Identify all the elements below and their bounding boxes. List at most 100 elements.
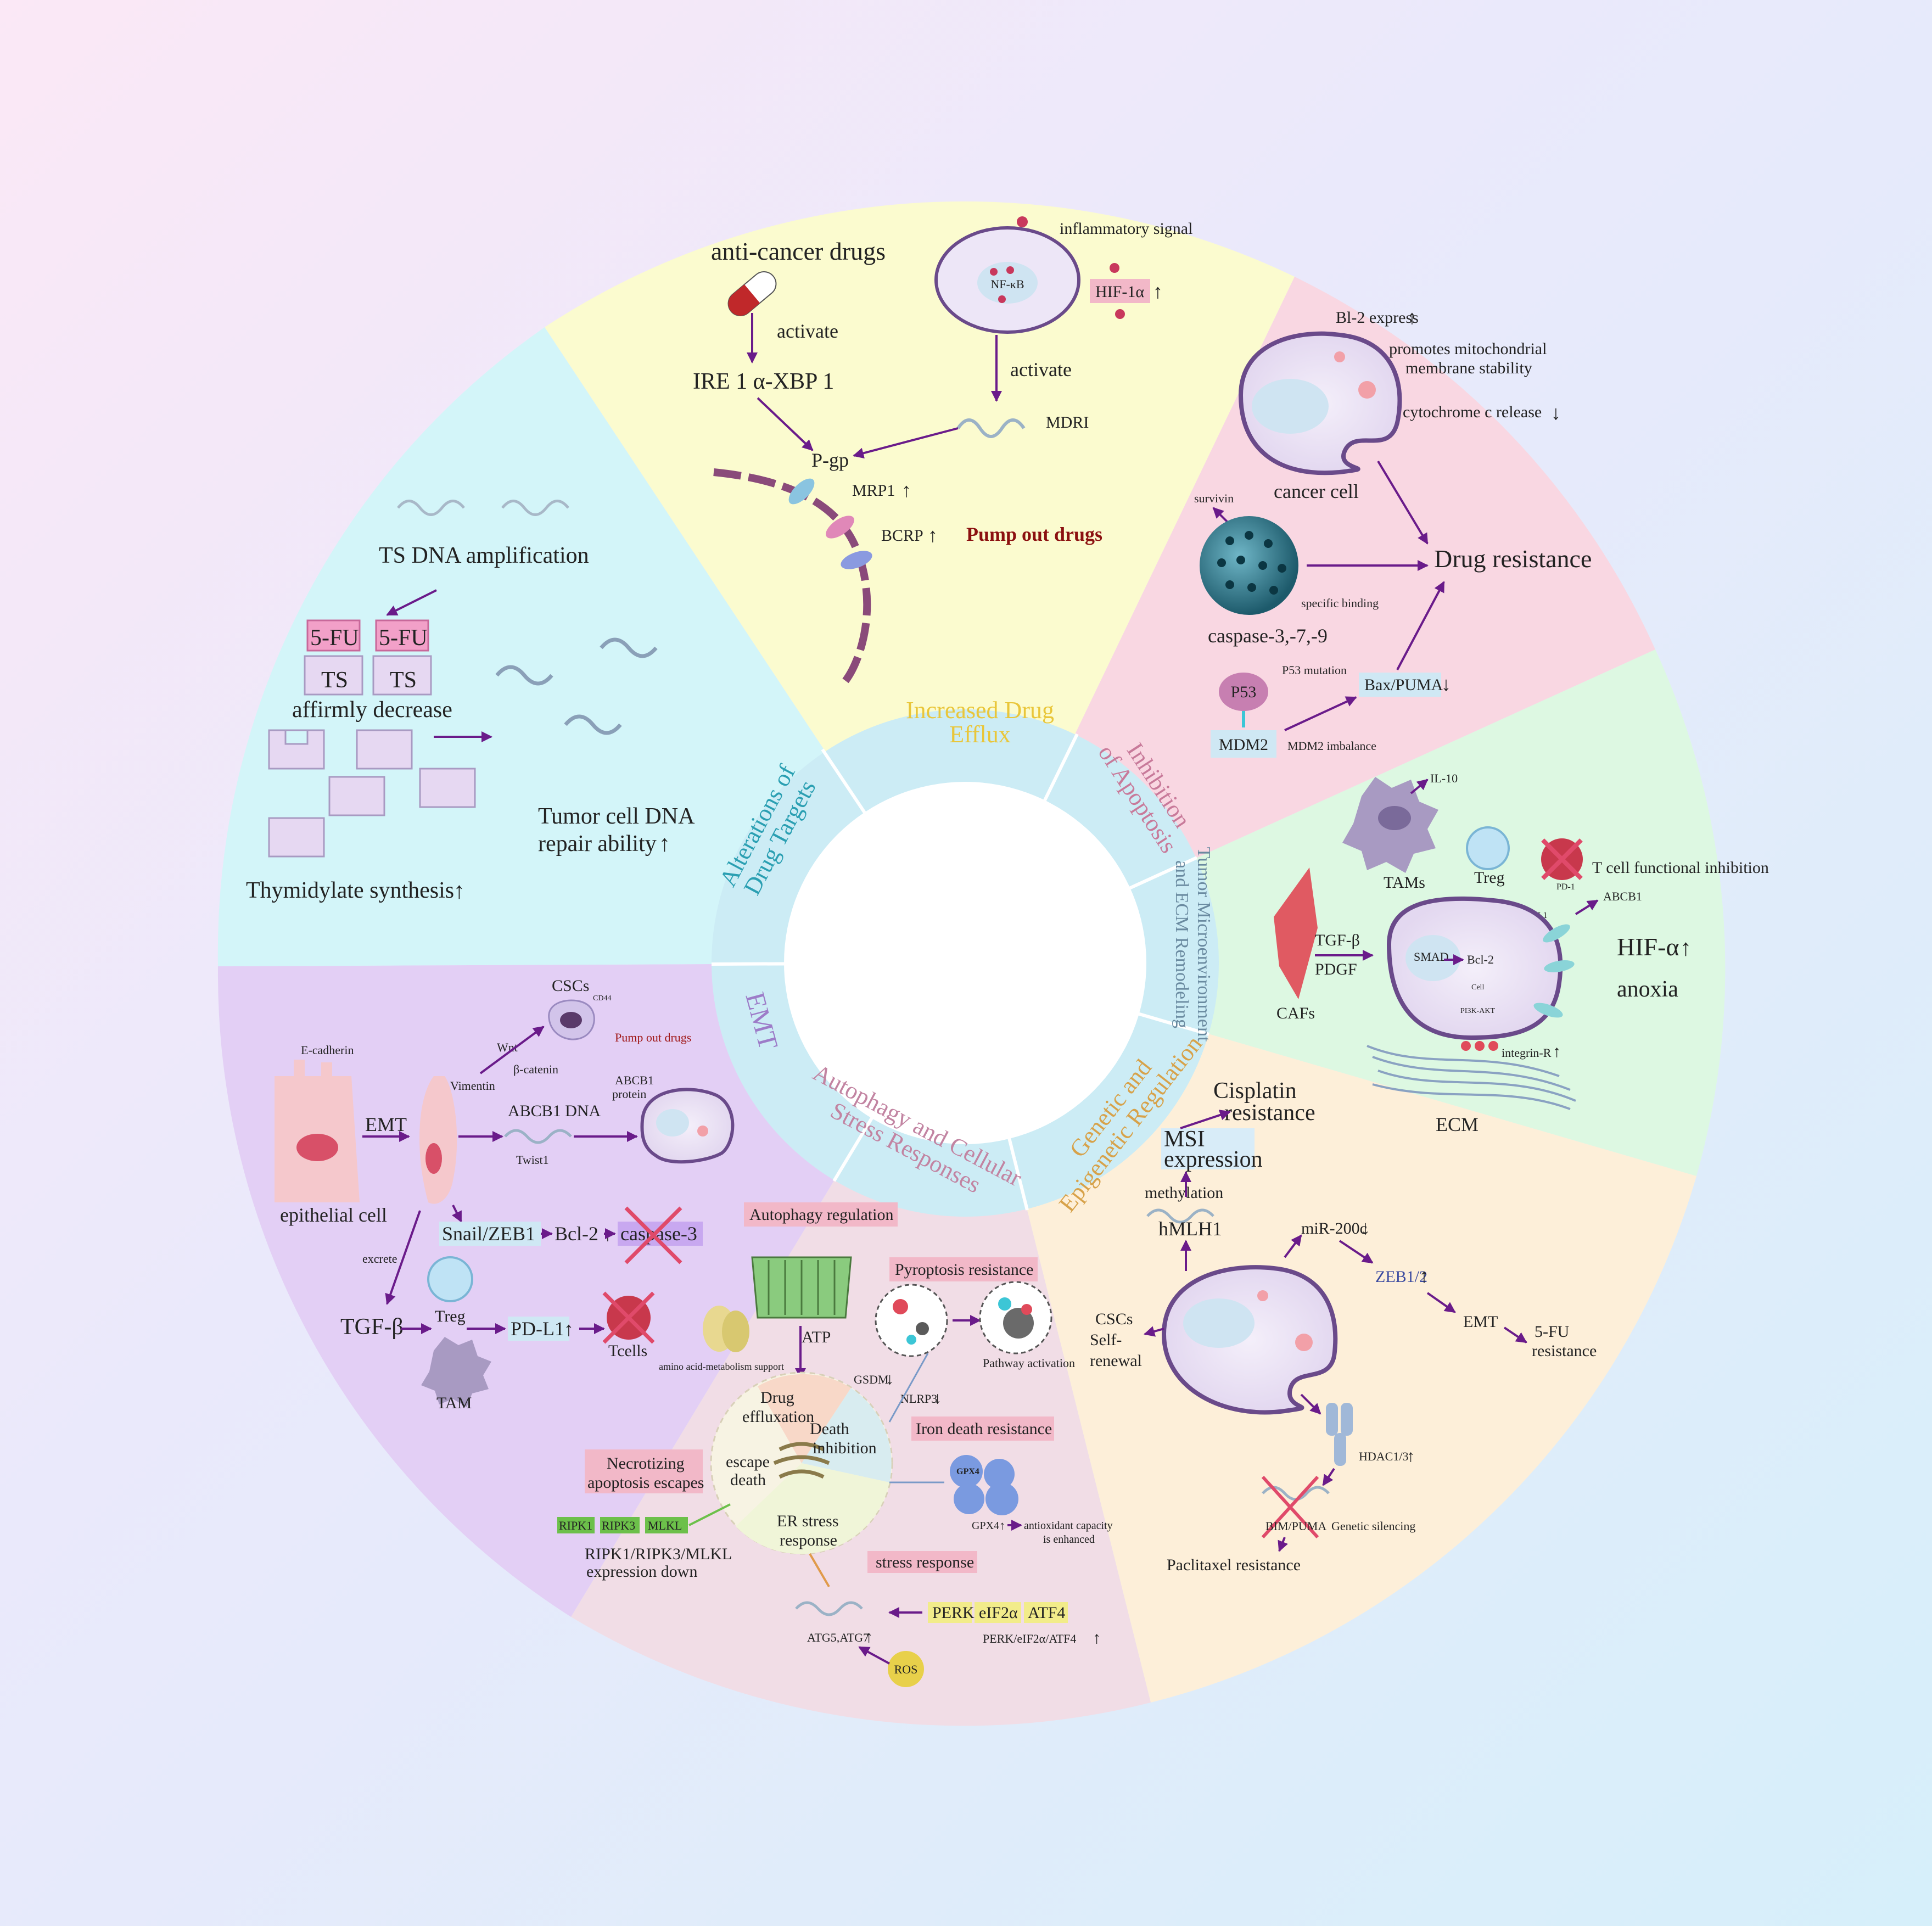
- anoxia-label: anoxia: [1617, 977, 1678, 1002]
- mdm2-box: [1211, 730, 1276, 758]
- fu-ts-pair-2: 5-FU TS: [372, 619, 432, 696]
- paclitaxel-label: Paclitaxel resistance: [1167, 1556, 1301, 1574]
- svg-text:↓: ↓: [1441, 673, 1451, 695]
- ripk-down-label-2: expression down: [586, 1563, 697, 1581]
- abcb1-protein-label-2: protein: [612, 1087, 646, 1101]
- ire1-label: IRE 1 α-XBP 1: [693, 369, 834, 394]
- apoptosis-panel: Bl-2 express ↑ promotes mitochondrial me…: [1194, 306, 1592, 758]
- cat-efflux-2: Efflux: [949, 721, 1011, 748]
- emt-panel: CSCs CD44 Pump out drugs E-cadherin Wnt …: [275, 977, 735, 1412]
- amino-label: amino acid-metabolism support: [659, 1361, 784, 1372]
- svg-text:↑: ↑: [1419, 1265, 1429, 1287]
- cat-tme-1: Tumor Microenvironment: [1194, 847, 1214, 1042]
- ripk3-box: [600, 1517, 640, 1533]
- fu-resistance-label-2: resistance: [1532, 1342, 1597, 1360]
- mito-stability-label-1: promotes mitochondrial: [1389, 340, 1547, 358]
- tams-label: TAMs: [1384, 874, 1425, 892]
- antioxidant-label-1: antioxidant capacity: [1024, 1520, 1113, 1532]
- inflammatory-particle-icon: [1017, 216, 1028, 227]
- necro-label-2: apoptosis escapes: [587, 1474, 704, 1492]
- segment-tme: [965, 650, 1726, 1176]
- nfkb-cell: NF-κB: [934, 226, 1080, 334]
- hif1a-box: [1090, 279, 1150, 303]
- zeb12-label: ZEB1/2: [1375, 1268, 1427, 1286]
- iron-death-label: Iron death resistance: [916, 1420, 1052, 1438]
- emt-tgfb-label: TGF-β: [340, 1314, 404, 1340]
- membrane-transporter-icon-2: [1544, 960, 1575, 972]
- ripk1-label: RIPK1: [559, 1519, 592, 1532]
- svg-text:↓: ↓: [1551, 402, 1561, 424]
- repair-dna-icon-3: [564, 714, 622, 735]
- il10-label: IL-10: [1430, 771, 1458, 785]
- ts-dna-icon-2: [501, 500, 569, 516]
- svg-text:↑: ↑: [1407, 306, 1417, 328]
- perk-box: [928, 1602, 972, 1623]
- escape-death-label-2: death: [730, 1471, 766, 1489]
- ripk3-label: RIPK3: [602, 1519, 635, 1532]
- svg-text:↑: ↑: [453, 878, 465, 904]
- autophagy-reg-label: Autophagy regulation: [749, 1206, 893, 1224]
- affirmly-label: affirmly decrease: [292, 697, 452, 723]
- bcatenin-label: β-catenin: [513, 1062, 558, 1076]
- pdgf-label: PDGF: [1315, 960, 1357, 978]
- bim-label: BIM/PUMA: [1265, 1519, 1326, 1533]
- epithelial-cell-icon: [275, 1060, 360, 1202]
- fu-label-1: 5-FU: [310, 625, 359, 651]
- tcells-label: Tcells: [608, 1342, 647, 1360]
- cisplatin-label-2: resistance: [1224, 1100, 1315, 1126]
- fu-resistance-label-1: 5-FU: [1535, 1323, 1570, 1341]
- p53-mutation-label: P53 mutation: [1282, 663, 1347, 677]
- bl2-express-label: Bl-2 express: [1336, 309, 1419, 327]
- cancer-cell-1: [1238, 331, 1402, 475]
- ripk-down-label-1: RIPK1/RIPK3/MLKL: [585, 1545, 732, 1563]
- pyroptosis-label: Pyroptosis resistance: [895, 1261, 1033, 1279]
- svg-text:↑: ↑: [865, 1628, 873, 1646]
- twist1-label: Twist1: [516, 1153, 549, 1167]
- cafs-label: CAFs: [1276, 1004, 1315, 1022]
- hdac-label: HDAC1/3: [1359, 1449, 1408, 1463]
- msi-label-1: MSI: [1164, 1127, 1205, 1152]
- nlrp3-label: NLRP3: [900, 1392, 937, 1406]
- hif-label: HIF-α: [1617, 933, 1679, 961]
- pgp-transporter-icon: [788, 478, 815, 505]
- emt-tam-icon: [421, 1337, 491, 1407]
- repair-label-2: repair ability: [538, 831, 657, 856]
- mito-stability-label-2: membrane stability: [1405, 359, 1532, 377]
- survivin-label: survivin: [1194, 491, 1234, 505]
- svg-text:↑: ↑: [901, 479, 911, 501]
- emt-pump-out-label: Pump out drugs: [615, 1031, 691, 1044]
- emt-treg-icon: [427, 1256, 473, 1302]
- snail-label: Snail/ZEB1: [442, 1223, 535, 1245]
- epithelial-label: epithelial cell: [280, 1204, 387, 1226]
- snail-box: [439, 1222, 541, 1246]
- atf4-label: ATF4: [1028, 1604, 1065, 1622]
- ecm-fibers-icon: [1367, 1045, 1576, 1110]
- svg-text:↓: ↓: [933, 1389, 942, 1407]
- pump-out-drugs-label: Pump out drugs: [966, 523, 1102, 545]
- hif1a-label: HIF-1α: [1095, 283, 1144, 301]
- emt-arrow-label: EMT: [365, 1113, 407, 1135]
- genetic-cancer-cell: [1161, 1265, 1338, 1415]
- genetic-panel: Cisplatin resistance MSI expression meth…: [1090, 1078, 1597, 1574]
- mir200c-label: miR-200c: [1301, 1219, 1367, 1238]
- tgfb-label: TGF-β: [1315, 931, 1360, 949]
- death-inhibition-label-1: Death: [810, 1420, 849, 1438]
- eif2a-box: [975, 1602, 1021, 1623]
- abcb1-dna-icon: [504, 1129, 572, 1144]
- smad-label: SMAD: [1414, 950, 1449, 964]
- fu-ts-pair-1: 5-FU TS: [304, 619, 363, 696]
- tme-cancer-cell: SMAD Bcl-2 Cell PI3K-AKT: [1386, 896, 1563, 1040]
- atg-dna-icon: [795, 1601, 863, 1616]
- vimentin-label: Vimentin: [450, 1079, 495, 1093]
- atp-label: ATP: [802, 1328, 831, 1346]
- atg-label: ATG5,ATG7: [807, 1631, 869, 1644]
- mesenchymal-cell-icon: [419, 1076, 457, 1204]
- mdm2-imbalance-label: MDM2 imbalance: [1287, 739, 1376, 753]
- cancer-cell-label: cancer cell: [1274, 480, 1359, 502]
- efflux-panel: anti-cancer drugs activate IRE 1 α-XBP 1…: [693, 216, 1192, 684]
- cd44-label: CD44: [593, 994, 611, 1003]
- er-stress-label-1: ER stress: [777, 1512, 839, 1530]
- caf-icon: [1274, 867, 1318, 999]
- cscs-label-3: renewal: [1090, 1352, 1142, 1370]
- mlkl-label: MLKL: [648, 1519, 682, 1532]
